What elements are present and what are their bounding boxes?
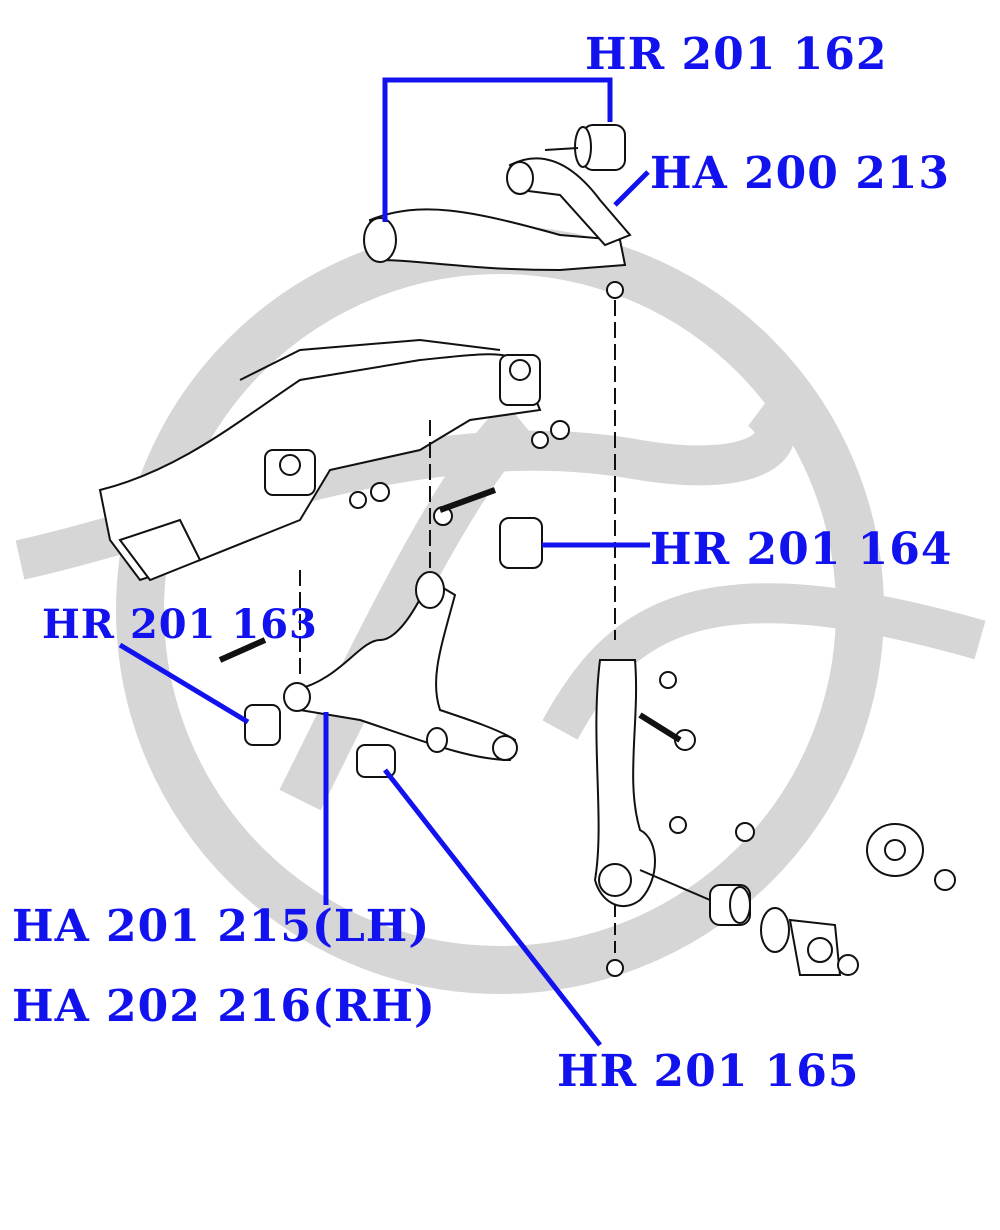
leader-upper-bushing	[382, 77, 613, 222]
label-hr-201-164: HR 201 164	[650, 524, 953, 575]
leader-upper-arm	[613, 170, 650, 207]
label-hr-201-165: HR 201 165	[557, 1046, 860, 1097]
leader-front-bushing	[118, 642, 250, 725]
leader-lines	[118, 77, 650, 1047]
leader-hydro-bushing	[383, 768, 602, 1047]
lower-control-arm-drawing	[244, 420, 543, 778]
label-ha-201-215-lh: HA 201 215(LH)	[12, 901, 431, 952]
label-hr-201-163: HR 201 163	[42, 601, 318, 648]
knuckle-hub-drawing	[593, 659, 956, 977]
label-hr-201-162: HR 201 162	[585, 29, 888, 80]
label-ha-202-216-rh: HA 202 216(RH)	[12, 981, 436, 1032]
label-ha-200-213: HA 200 213	[650, 148, 951, 199]
subframe-drawing	[98, 338, 570, 663]
upper-control-arm-drawing	[363, 124, 632, 640]
